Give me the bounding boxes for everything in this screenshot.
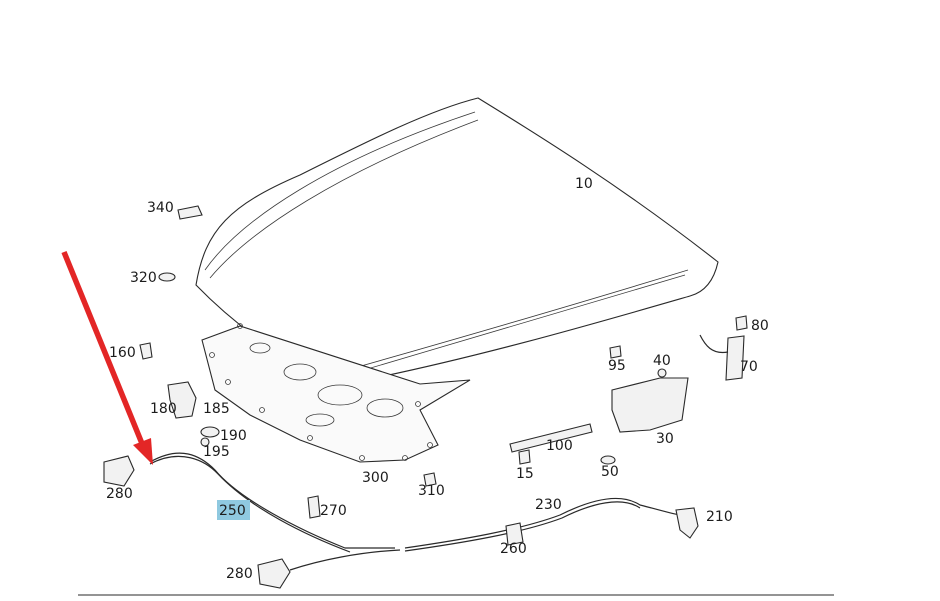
- label-280-left: 280: [106, 486, 133, 502]
- release-cable-230: [404, 497, 689, 552]
- label-30: 30: [656, 431, 674, 447]
- hood-latch-left-icon: [103, 455, 135, 487]
- part-40-icon: [657, 368, 667, 378]
- label-250: 250: [219, 503, 246, 519]
- label-100: 100: [546, 438, 573, 454]
- label-185: 185: [203, 401, 230, 417]
- label-320: 320: [130, 270, 157, 286]
- part-340-icon: [177, 205, 203, 220]
- part-310-icon: [423, 472, 437, 487]
- part-270-icon: [307, 495, 321, 519]
- part-190-icon: [200, 426, 220, 438]
- insulation-mat: [201, 323, 471, 463]
- part-260-icon: [505, 522, 524, 546]
- label-250-highlight: [217, 500, 250, 520]
- label-95: 95: [608, 358, 626, 374]
- label-340: 340: [147, 200, 174, 216]
- label-180: 180: [150, 401, 177, 417]
- hinge-bracket-icon: [167, 381, 197, 419]
- label-15: 15: [516, 466, 534, 482]
- hood-latch-right-icon: [257, 549, 401, 589]
- label-80: 80: [751, 318, 769, 334]
- rod-70-icon: [699, 334, 745, 381]
- part-320-icon: [158, 272, 176, 282]
- label-270: 270: [320, 503, 347, 519]
- part-50-icon: [600, 455, 616, 465]
- label-50: 50: [601, 464, 619, 480]
- label-210: 210: [706, 509, 733, 525]
- red-pointer-arrow: [61, 250, 153, 465]
- label-190: 190: [220, 428, 247, 444]
- part-80-icon: [735, 315, 748, 331]
- label-40: 40: [653, 353, 671, 369]
- label-195: 195: [203, 444, 230, 460]
- label-300: 300: [362, 470, 389, 486]
- label-310: 310: [418, 483, 445, 499]
- part-15-icon: [518, 449, 531, 465]
- label-280-bottom: 280: [226, 566, 253, 582]
- label-260: 260: [500, 541, 527, 557]
- label-160: 160: [109, 345, 136, 361]
- hood-lock-30-icon: [611, 377, 689, 433]
- hood-panel: [195, 97, 719, 386]
- part-160-icon: [139, 342, 153, 360]
- release-cable-250: [149, 452, 395, 553]
- label-70: 70: [740, 359, 758, 375]
- part-95-icon: [609, 345, 622, 359]
- handle-210-icon: [675, 507, 699, 539]
- gas-strut-icon: [509, 423, 593, 453]
- label-230: 230: [535, 497, 562, 513]
- label-10: 10: [575, 176, 593, 192]
- part-195-icon: [200, 437, 210, 447]
